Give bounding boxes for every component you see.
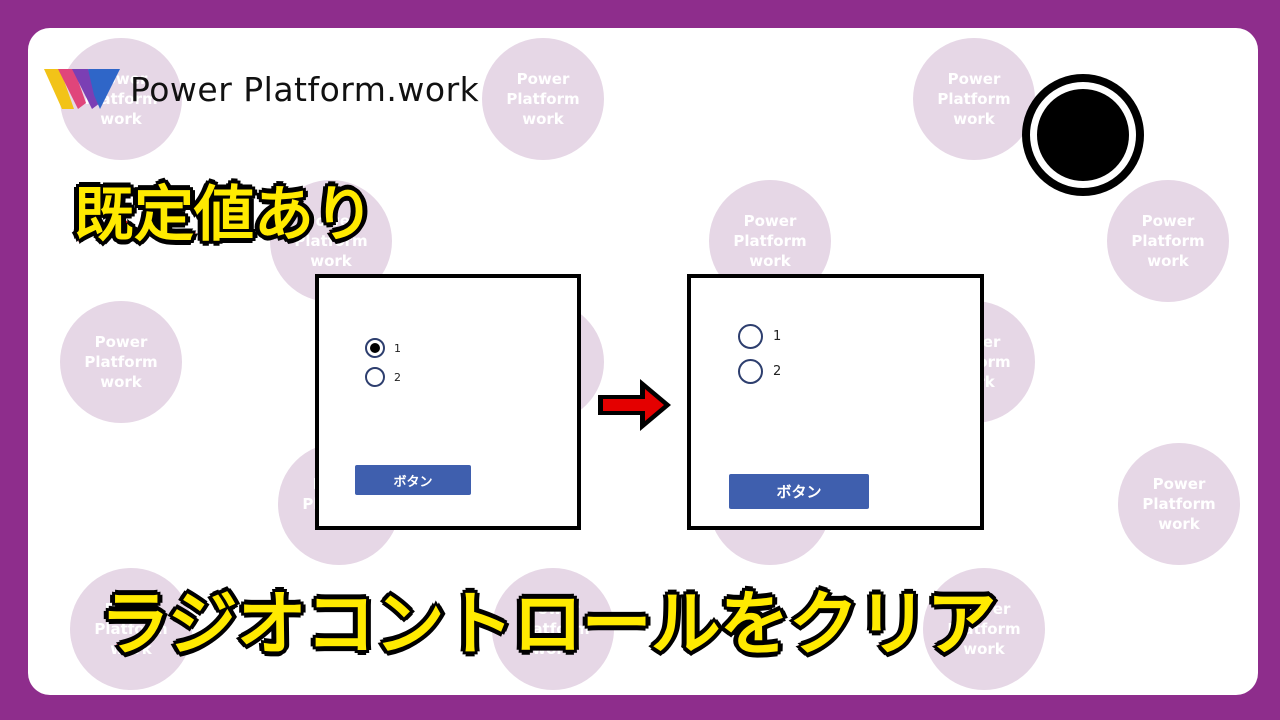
brand-name: Power Platform.work xyxy=(130,69,480,109)
watermark-logo: Power Platform work xyxy=(70,568,192,690)
arrow-right-icon xyxy=(598,379,671,431)
radio-button[interactable] xyxy=(738,324,763,349)
radio-option-2[interactable]: 2 xyxy=(365,367,401,387)
radio-button[interactable] xyxy=(738,359,763,384)
watermark-logo: Power Platform work xyxy=(1107,180,1229,302)
radio-label: 2 xyxy=(394,370,401,384)
radio-option-1[interactable]: 1 xyxy=(365,338,401,358)
watermark-logo: Power Platform work xyxy=(60,301,182,423)
power-platform-logo-icon xyxy=(44,69,120,109)
panel-after: 1 2 ボタン xyxy=(687,274,984,530)
radio-label: 1 xyxy=(394,341,401,355)
radio-selected-icon xyxy=(1022,74,1144,196)
headline-clear-radio: ラジオコントロールをクリア xyxy=(99,582,999,667)
radio-label: 1 xyxy=(773,329,782,344)
watermark-logo: Power Platform work xyxy=(482,38,604,160)
button[interactable]: ボタン xyxy=(355,465,471,495)
radio-option-2[interactable]: 2 xyxy=(738,359,781,384)
panel-before: 1 2 ボタン xyxy=(315,274,581,530)
watermark-logo: Power Platform work xyxy=(1118,443,1240,565)
watermark-logo: Power Platform work xyxy=(923,568,1045,690)
button[interactable]: ボタン xyxy=(729,474,869,509)
watermark-logo: Power Platform work xyxy=(492,568,614,690)
thumbnail-card: Power Platform work Power Platform work … xyxy=(28,28,1258,695)
radio-label: 2 xyxy=(773,364,782,379)
radio-option-1[interactable]: 1 xyxy=(738,324,781,349)
radio-button[interactable] xyxy=(365,338,385,358)
watermark-logo: Power Platform work xyxy=(913,38,1035,160)
brand-header: Power Platform.work xyxy=(44,64,479,114)
headline-default-value: 既定値あり xyxy=(73,179,376,252)
radio-button[interactable] xyxy=(365,367,385,387)
